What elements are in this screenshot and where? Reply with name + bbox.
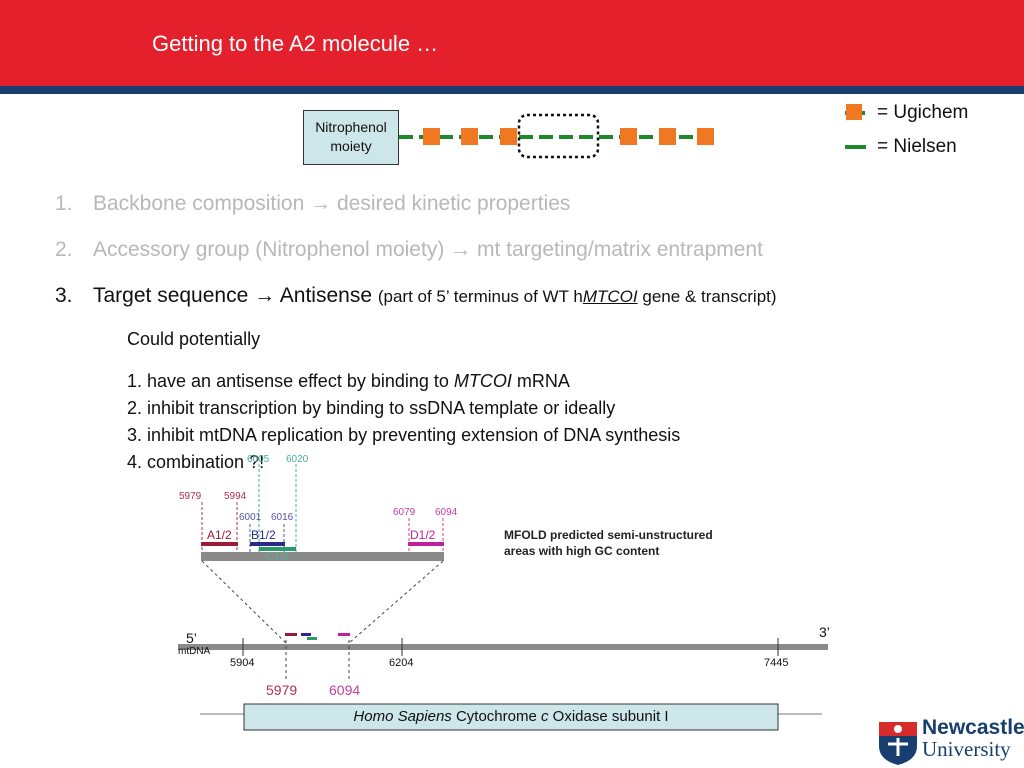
could-item-1-suffix: mRNA bbox=[511, 371, 570, 391]
region-c-label: C1/2 bbox=[266, 551, 289, 563]
ugichem-unit bbox=[659, 128, 676, 145]
list-text: Accessory group (Nitrophenol moiety) → m… bbox=[93, 238, 763, 261]
logo-university: University bbox=[922, 737, 1011, 761]
mfold-line-1: MFOLD predicted semi-unstructured bbox=[504, 528, 713, 542]
mini-region-d bbox=[338, 633, 350, 636]
nitrophenol-label-line1: Nitrophenol bbox=[315, 119, 387, 135]
mtdna-line bbox=[178, 644, 828, 650]
zoom-pos-6020: 6020 bbox=[286, 454, 309, 465]
five-prime-label: 5’ bbox=[186, 630, 197, 646]
gene-text-2: Oxidase subunit I bbox=[548, 708, 669, 725]
zoom-pos-6001: 6001 bbox=[239, 512, 262, 523]
list-number: 3. bbox=[55, 284, 73, 307]
mt-pos-5904: 5904 bbox=[230, 657, 254, 669]
newcastle-crest-icon bbox=[879, 722, 917, 765]
gene-box bbox=[243, 703, 779, 731]
region-d-bar bbox=[408, 542, 444, 546]
logo-newcastle: Newcastle bbox=[922, 716, 1024, 739]
dotted-selection-box bbox=[517, 113, 600, 159]
mini-region-a bbox=[285, 633, 297, 636]
zoom-pos-5994: 5994 bbox=[224, 491, 247, 502]
nitrophenol-box: Nitrophenol moiety bbox=[303, 110, 399, 165]
legend-ugichem-label: = Ugichem bbox=[877, 102, 969, 123]
could-item-2: 2. inhibit transcription by binding to s… bbox=[127, 398, 616, 418]
mfold-note: MFOLD predicted semi-unstructured areas … bbox=[504, 527, 713, 559]
zoom-pos-6016: 6016 bbox=[271, 512, 294, 523]
slide-title: Getting to the A2 molecule … bbox=[152, 31, 439, 56]
projection-line-right bbox=[348, 560, 444, 644]
header-stripe bbox=[0, 86, 1024, 94]
could-item-1: 1. have an antisense effect by binding t… bbox=[127, 371, 570, 392]
region-b-bar bbox=[250, 542, 285, 546]
ugichem-unit bbox=[461, 128, 478, 145]
list-text-main: Target sequence → Antisense bbox=[93, 284, 378, 307]
mt-pos-5979: 5979 bbox=[266, 682, 297, 698]
could-item-3: 3. inhibit mtDNA replication by preventi… bbox=[127, 425, 681, 445]
legend-ugichem-icon bbox=[846, 104, 862, 120]
list-text: Backbone composition → desired kinetic p… bbox=[93, 192, 571, 215]
projection-line-left bbox=[201, 560, 287, 644]
legend-nielsen-label: = Nielsen bbox=[877, 136, 957, 157]
mini-region-b bbox=[301, 633, 311, 636]
mtdna-label: mtDNA bbox=[178, 646, 211, 657]
region-b-label: B1/2 bbox=[251, 528, 276, 542]
mt-pos-6094: 6094 bbox=[329, 682, 360, 698]
ugichem-unit bbox=[620, 128, 637, 145]
list-text-small: (part of 5’ terminus of WT h bbox=[377, 287, 583, 306]
zoom-pos-6079: 6079 bbox=[393, 507, 416, 518]
could-item-4: 4. combination ?! bbox=[127, 452, 265, 472]
mt-pos-7445: 7445 bbox=[764, 657, 788, 669]
could-heading: Could potentially bbox=[127, 329, 261, 349]
ugichem-unit bbox=[697, 128, 714, 145]
could-item-1-prefix: 1. have an antisense effect by binding t… bbox=[127, 371, 454, 391]
zoom-bar bbox=[201, 552, 444, 561]
zoom-pos-6094: 6094 bbox=[435, 507, 458, 518]
ugichem-unit bbox=[423, 128, 440, 145]
list-text-small-end: gene & transcript) bbox=[637, 287, 777, 306]
mini-region-c bbox=[307, 637, 317, 640]
gene-name: MTCOI bbox=[582, 287, 638, 306]
list-text: Target sequence → Antisense (part of 5’ … bbox=[93, 284, 777, 308]
list-number: 1. bbox=[55, 192, 73, 215]
gene-c: c bbox=[541, 708, 549, 725]
header-bar bbox=[0, 0, 1024, 86]
could-item-1-italic: MTCOI bbox=[453, 371, 512, 391]
gene-box-label: Homo Sapiens Cytochrome c Oxidase subuni… bbox=[244, 704, 778, 730]
region-a-bar bbox=[201, 542, 238, 546]
zoom-pos-5979: 5979 bbox=[179, 491, 202, 502]
region-a-label: A1/2 bbox=[207, 528, 232, 542]
list-number: 2. bbox=[55, 238, 73, 261]
region-d-label: D1/2 bbox=[410, 528, 436, 542]
gene-species: Homo Sapiens bbox=[353, 708, 452, 725]
nitrophenol-label-line2: moiety bbox=[330, 138, 372, 154]
gene-text-1: Cytochrome bbox=[451, 708, 541, 725]
region-c-bar bbox=[259, 547, 296, 551]
mt-pos-6204: 6204 bbox=[389, 657, 413, 669]
mfold-line-2: areas with high GC content bbox=[504, 544, 660, 558]
zoom-pos-6005: 6005 bbox=[247, 454, 270, 465]
three-prime-label: 3’ bbox=[819, 624, 830, 640]
ugichem-unit bbox=[500, 128, 517, 145]
